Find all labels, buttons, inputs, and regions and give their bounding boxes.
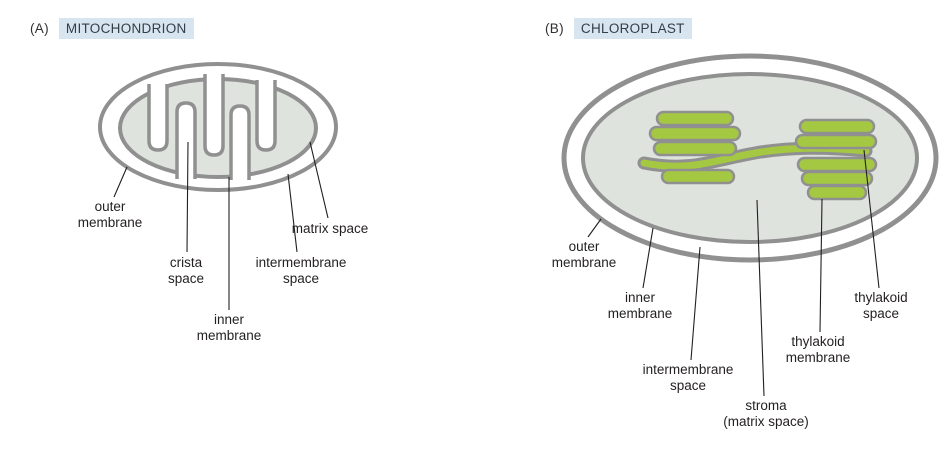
label-thylakoid-membrane: thylakoid membrane — [785, 334, 851, 365]
chloroplast-diagram — [561, 53, 939, 263]
leader-outer-membrane-a — [113, 166, 128, 198]
mitochondrion-crista-1 — [147, 84, 169, 152]
thylakoid-disc — [660, 168, 736, 185]
panel-a-title: MITOCHONDRION — [58, 18, 194, 39]
label-thylakoid-space: thylakoid space — [854, 290, 908, 321]
mitochondrion-leader-lines — [113, 141, 329, 310]
thylakoid-disc — [648, 125, 742, 142]
panel-b-heading: (B) CHLOROPLAST — [545, 18, 692, 39]
chloroplast-leader-lines — [587, 149, 880, 397]
granum-left — [648, 110, 742, 185]
leader-thylakoid-membrane — [819, 198, 823, 333]
panel-a-heading: (A) MITOCHONDRION — [30, 18, 194, 39]
mitochondrion-crista-4 — [175, 101, 197, 179]
leader-intermembrane-space-a — [287, 173, 298, 253]
leader-outer-membrane-b — [587, 218, 602, 238]
thylakoid-disc — [652, 140, 738, 157]
leader-thylakoid-space — [863, 149, 880, 289]
label-intermembrane-space-a: intermembrane space — [255, 255, 347, 286]
thylakoid-disc — [806, 184, 868, 201]
label-crista-space: crista space — [167, 255, 205, 286]
label-outer-membrane-a: outer membrane — [77, 199, 143, 230]
mitochondrion-crista-5 — [229, 104, 251, 180]
label-intermembrane-space-b: intermembrane space — [642, 362, 734, 393]
panel-b-title: CHLOROPLAST — [573, 18, 692, 39]
thylakoid-disc — [655, 110, 735, 127]
label-inner-membrane-a: inner membrane — [196, 312, 262, 343]
leader-stroma — [756, 199, 765, 397]
leader-matrix-space — [309, 141, 329, 219]
mitochondrion-crista-3 — [255, 80, 277, 152]
mitochondrion-diagram — [98, 62, 338, 192]
label-matrix-space: matrix space — [291, 221, 369, 236]
panel-a-tag: (A) — [30, 21, 49, 36]
panel-b-tag: (B) — [545, 21, 564, 36]
thylakoid-disc — [796, 156, 878, 173]
mitochondrion-crista-2 — [203, 74, 225, 157]
label-outer-membrane-b: outer membrane — [551, 239, 617, 270]
label-stroma: stroma (matrix space) — [723, 398, 809, 429]
label-inner-membrane-b: inner membrane — [607, 290, 673, 321]
leader-intermembrane-space-b — [690, 246, 701, 361]
thylakoid-disc — [798, 118, 876, 135]
leader-inner-membrane-b — [642, 227, 654, 289]
thylakoid-disc — [794, 133, 878, 150]
leader-crista-space — [186, 141, 189, 253]
granum-right — [794, 118, 878, 201]
thylakoid-disc — [800, 170, 874, 187]
